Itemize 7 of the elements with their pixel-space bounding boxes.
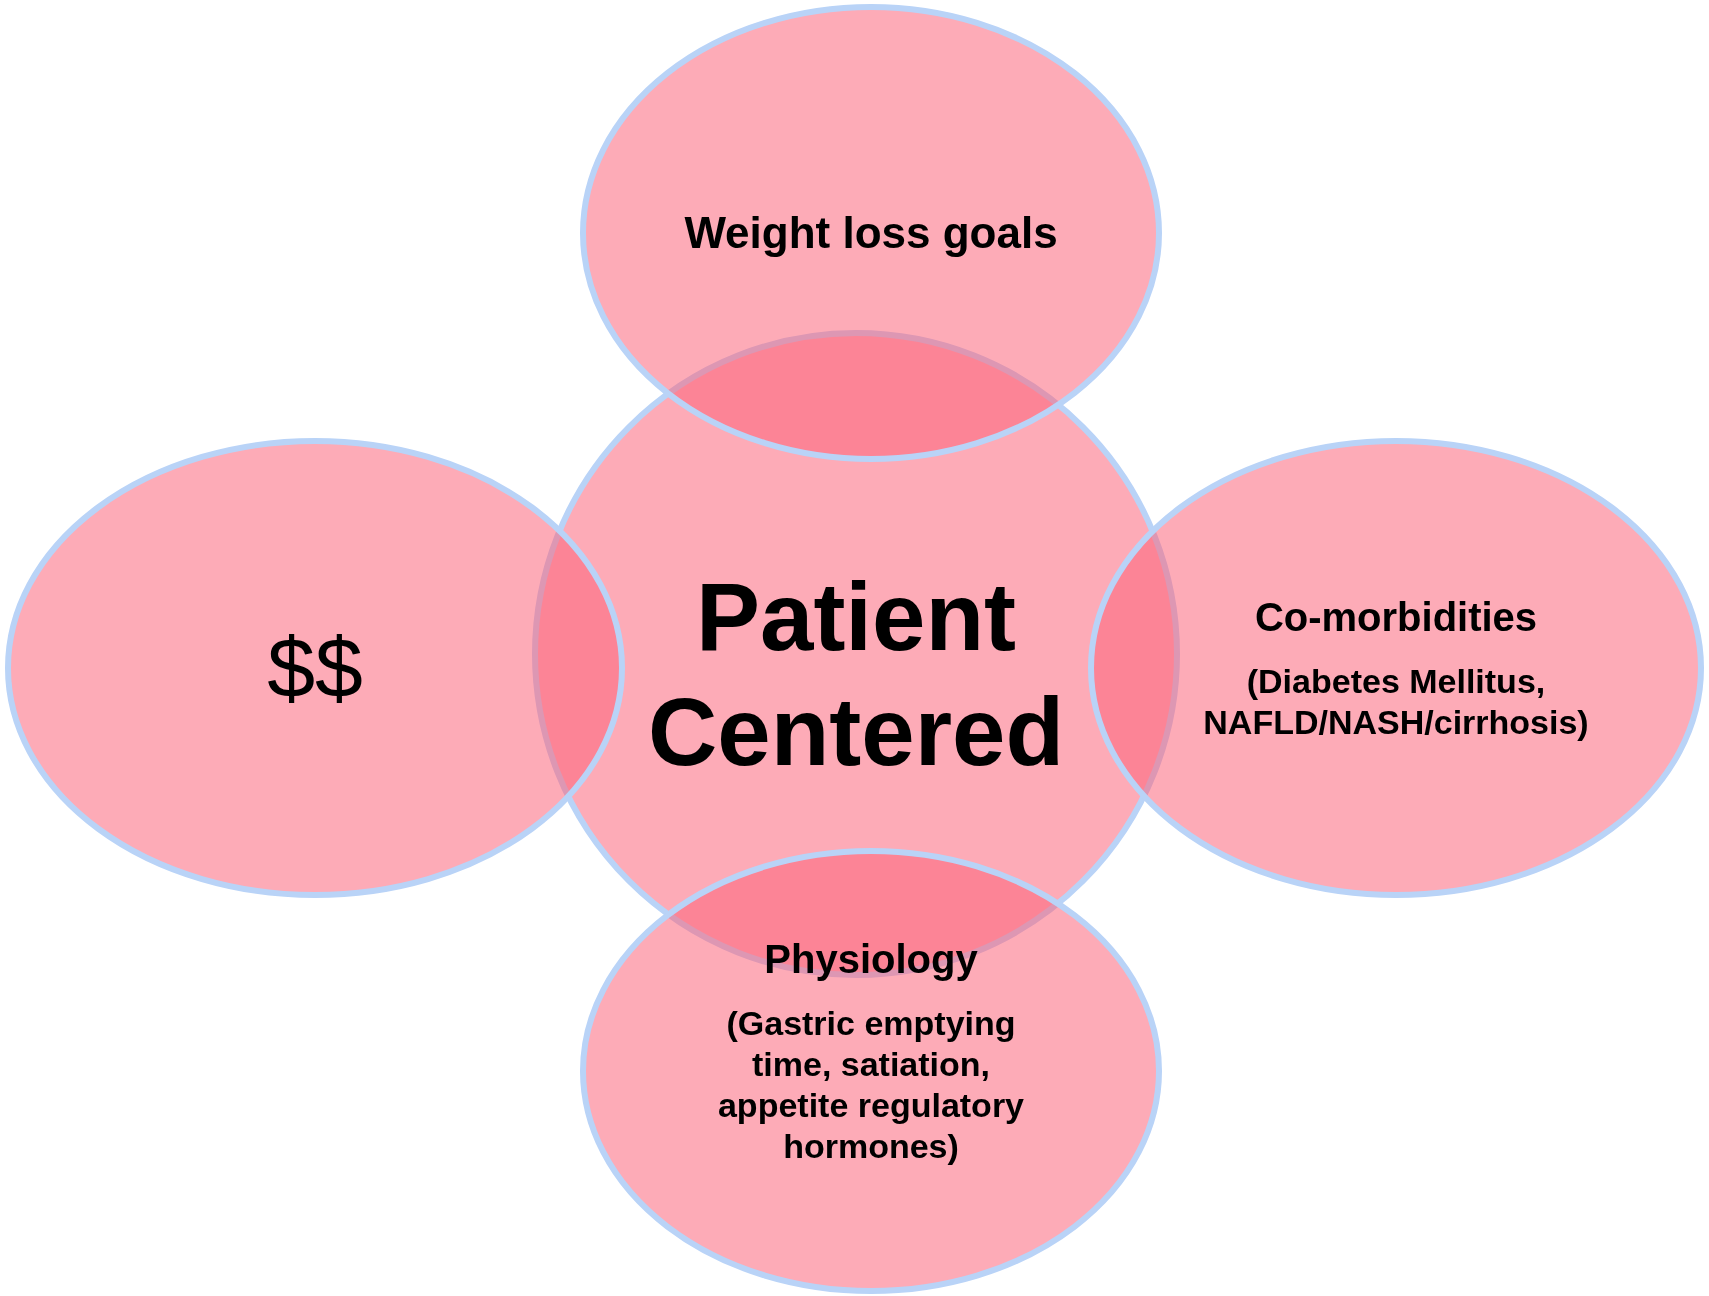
ellipse-detail-text: (Gastric emptying time, satiation, appetite regulatory hormones)	[716, 1003, 1026, 1167]
center-title: Patient Centered	[646, 561, 1066, 787]
currency-label: $$	[267, 618, 363, 718]
ellipse-label: Co-morbidities	[1254, 594, 1538, 642]
ellipse-label: Physiology	[764, 936, 978, 984]
ellipse-detail-text: (Diabetes Mellitus, NAFLD/NASH/cirrhosis)	[1202, 661, 1590, 743]
ellipse-label: Weight loss goals	[684, 206, 1058, 259]
